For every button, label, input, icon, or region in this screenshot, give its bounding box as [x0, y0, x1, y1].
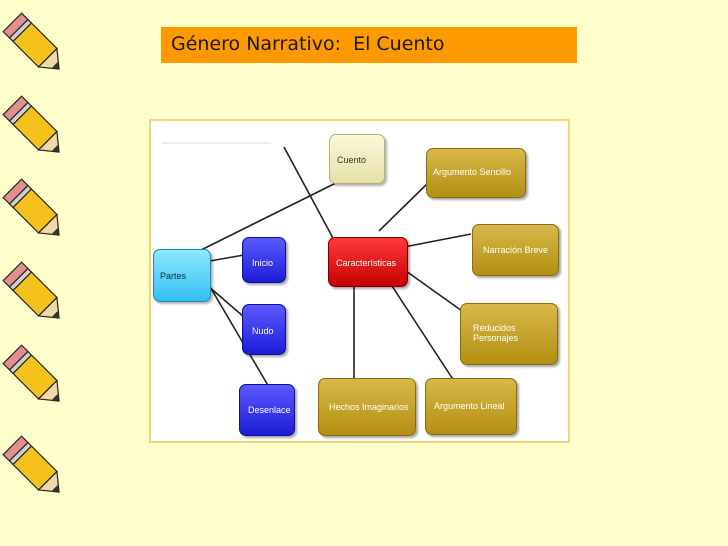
node-label: Narración Breve	[483, 245, 549, 255]
node-argumento-lineal: Argumento Lineal	[425, 378, 517, 435]
node-cuento: Cuento	[329, 134, 385, 184]
node-label: Cuento	[337, 155, 367, 165]
node-inicio: Inicio	[242, 237, 286, 283]
node-label: Características	[336, 258, 397, 268]
node-nudo: Nudo	[242, 304, 286, 355]
node-partes: Partes	[153, 249, 211, 302]
connector-line	[283, 146, 335, 241]
pencil-icon	[2, 95, 60, 153]
connector-line	[378, 181, 430, 232]
connector-line	[403, 233, 472, 248]
node-desenlace: Desenlace	[239, 384, 295, 436]
pencil-icon	[2, 178, 60, 236]
concept-map: Cuento Argumento Sencillo Narración Brev…	[149, 119, 570, 443]
node-label: Argumento Lineal	[434, 401, 505, 411]
node-label: Partes	[160, 271, 187, 281]
connector-line	[198, 172, 357, 252]
title-bar: Género Narrativo: El Cuento	[161, 27, 577, 63]
pencil-icon	[2, 344, 60, 402]
connector-line	[398, 265, 463, 312]
node-label: Desenlace	[248, 405, 291, 415]
node-argumento-sencillo: Argumento Sencillo	[426, 148, 526, 198]
node-hechos-imaginarios: Hechos Imaginarios	[318, 378, 416, 436]
connector-line	[380, 268, 455, 382]
node-label: Nudo	[252, 326, 274, 336]
node-label: Inicio	[252, 258, 274, 268]
node-narracion-breve: Narración Breve	[472, 224, 559, 276]
node-label: Reducidos Personajes	[473, 323, 519, 343]
pencil-icon	[2, 12, 60, 70]
pencil-icon	[2, 261, 60, 319]
node-caracteristicas: Características	[328, 237, 408, 287]
node-label: Hechos Imaginarios	[329, 402, 409, 412]
node-label: Argumento Sencillo	[433, 167, 512, 177]
page-title: Género Narrativo: El Cuento	[171, 33, 445, 55]
pencil-icon	[2, 435, 60, 493]
node-reducidos-personajes: Reducidos Personajes	[460, 303, 558, 365]
